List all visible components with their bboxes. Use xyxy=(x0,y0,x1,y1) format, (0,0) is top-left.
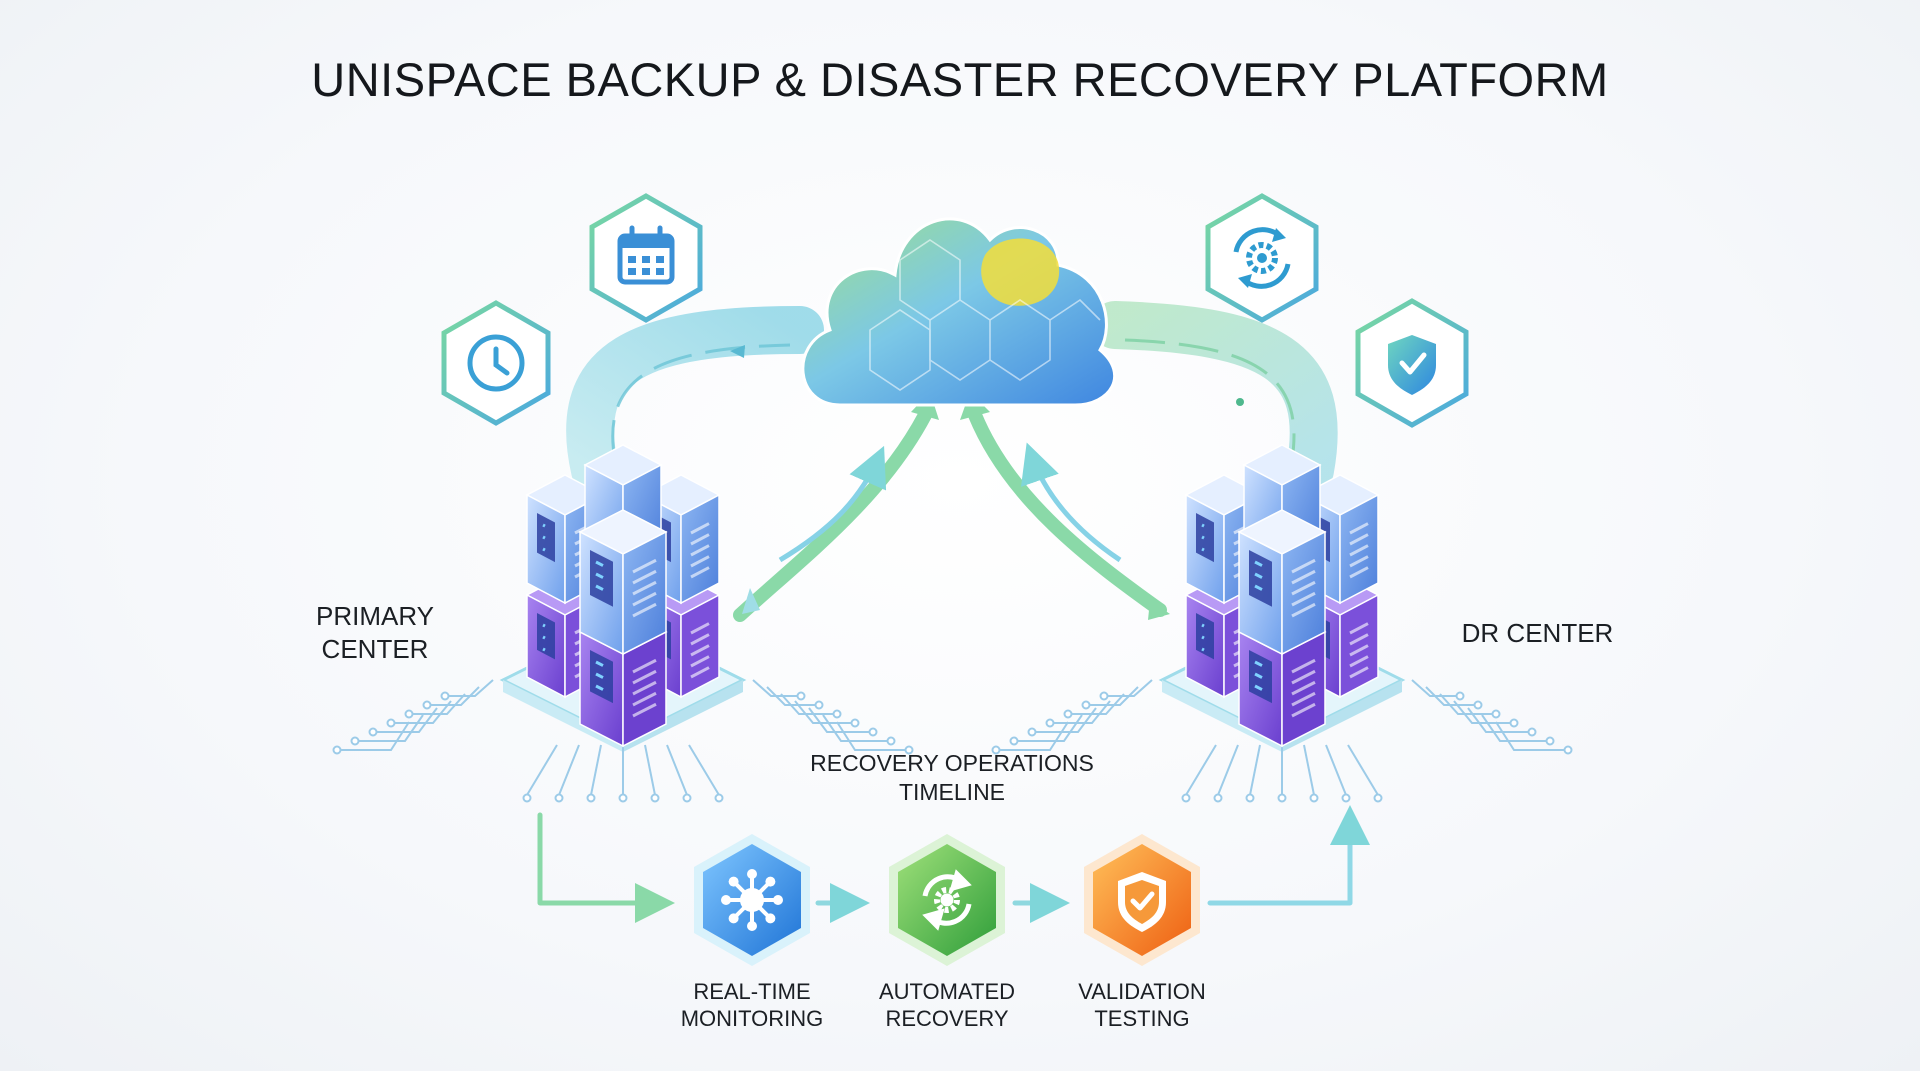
primary-center-label-line2: CENTER xyxy=(321,634,429,664)
timeline-heading-line1: RECOVERY OPERATIONS xyxy=(810,750,1094,776)
clock-icon xyxy=(441,300,551,426)
step-recovery-line1: AUTOMATED xyxy=(878,979,1016,1004)
right-sync-arc xyxy=(1091,301,1338,494)
right-download-arrows xyxy=(960,392,1170,620)
calendar-icon xyxy=(589,193,703,323)
dr-center-label: DR CENTER xyxy=(1455,617,1620,650)
cloud-storage xyxy=(801,217,1117,407)
step-validation-line2: TESTING xyxy=(1094,1006,1190,1031)
shield-check-icon xyxy=(1355,298,1469,428)
step-monitoring-badge xyxy=(694,834,810,966)
step-validation-label: VALIDATION TESTING xyxy=(1062,978,1222,1032)
dr-center-label-text: DR CENTER xyxy=(1461,618,1614,648)
step-monitoring-label: REAL-TIME MONITORING xyxy=(672,978,832,1032)
timeline-flow xyxy=(537,805,1370,923)
step-monitoring-line1: REAL-TIME xyxy=(693,979,811,1004)
dr-center-servers xyxy=(991,444,1573,803)
timeline-heading-line2: TIMELINE xyxy=(898,779,1006,805)
page-title: UNISPACE BACKUP & DISASTER RECOVERY PLAT… xyxy=(311,53,1609,106)
network-hub-icon xyxy=(721,869,783,931)
gear-sync-icon xyxy=(1205,193,1319,323)
timeline-heading: RECOVERY OPERATIONS TIMELINE xyxy=(800,749,1104,807)
step-recovery-line2: RECOVERY xyxy=(885,1006,1009,1031)
step-monitoring-line2: MONITORING xyxy=(680,1006,824,1031)
shield-check-icon xyxy=(1118,872,1166,932)
left-sync-arc xyxy=(566,306,824,494)
primary-center-servers xyxy=(332,444,914,803)
step-recovery-label: AUTOMATED RECOVERY xyxy=(867,978,1027,1032)
step-validation-badge xyxy=(1084,834,1200,966)
left-upload-arrows xyxy=(733,392,939,622)
step-recovery-badge xyxy=(889,834,1005,966)
gear-refresh-icon xyxy=(922,869,972,931)
primary-center-label: PRIMARY CENTER xyxy=(300,600,450,666)
step-validation-line1: VALIDATION xyxy=(1078,979,1206,1004)
primary-center-label-line1: PRIMARY xyxy=(316,601,434,631)
